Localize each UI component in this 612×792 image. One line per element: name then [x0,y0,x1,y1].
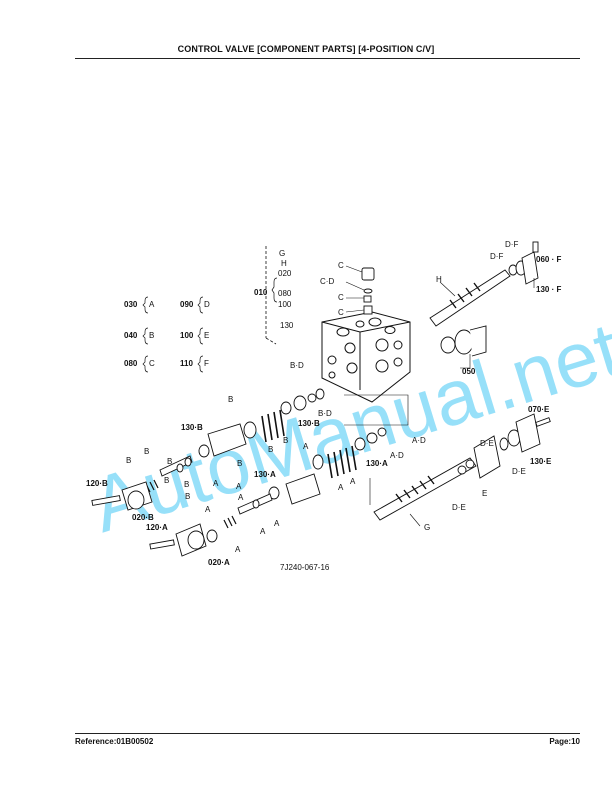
part-callout: H [436,275,442,284]
part-callout: 060 · F [536,255,561,264]
part-callout: C [338,308,344,317]
header-rule [75,58,580,59]
part-callout: B [268,445,273,454]
part-callout: D·F [505,240,518,249]
part-callout: A [238,493,244,502]
part-callout: B [164,476,169,485]
part-callout: A [274,519,280,528]
part-callout: B·D [290,361,304,370]
upper-spool [429,269,511,357]
part-callout: D·E [480,439,494,448]
part-callout: A·D [412,436,426,445]
legend-stack-item: 020 [278,269,292,278]
part-callout: A [235,545,241,554]
part-callout: D·E [452,503,466,512]
part-callout: A [260,527,266,536]
part-callout: A [213,479,219,488]
legend-stack-part: 010 [254,288,268,297]
part-callout: A [338,483,344,492]
part-callout: A·D [390,451,404,460]
part-callout: A [350,477,356,486]
part-callout: 120·B [86,479,108,488]
part-callout: B [185,492,190,501]
part-callout: 020·A [208,558,230,567]
legend-stack-letter: G [279,249,285,258]
legend-stack-letter: H [281,259,287,268]
legend-letter: A [149,300,155,309]
part-callout: E [482,489,487,498]
lower-spool [373,457,477,521]
part-callout: 130 · F [536,285,561,294]
legend-stack-item: 130 [280,321,294,330]
part-callout: A [205,505,211,514]
part-callout: A [303,442,309,451]
part-callout: C [338,293,344,302]
plug-parts [361,267,375,315]
legend-part: 100 [180,331,194,340]
part-callout: 120·A [146,523,168,532]
a-cover-upper [268,473,321,505]
b-stack [243,388,325,443]
legend-letter: C [149,359,155,368]
part-callout: 130·A [366,459,388,468]
legend-part: 110 [180,359,193,368]
part-callout: 050 [462,367,476,376]
part-callout: G [424,523,430,532]
legend-part: 030 [124,300,138,309]
left-b-parts [91,455,193,511]
part-callout: C·D [320,277,334,286]
callout-labels: C C·D C C H D·F D·F 060 · F 130 · F B·D … [86,240,561,572]
a-stack [312,427,387,479]
part-callout: 130·E [530,457,552,466]
legend-part: 040 [124,331,138,340]
legend: 030 A 090 D 040 B 100 E 080 C 110 F G H … [124,246,294,373]
part-callout: D·E [512,467,526,476]
part-callout: 020·B [132,513,154,522]
legend-stack-item: 080 [278,289,292,298]
part-callout: B·D [318,409,332,418]
part-callout: 130·A [254,470,276,479]
page-title: CONTROL VALVE [COMPONENT PARTS] [4-POSIT… [177,44,435,54]
part-callout: 130·B [298,419,320,428]
legend-letter: B [149,331,154,340]
part-callout: A [236,482,242,491]
part-callout: B [184,480,189,489]
left-a-parts [149,493,273,557]
part-callout: B [126,456,131,465]
part-callout: B [167,457,172,466]
legend-part: 080 [124,359,138,368]
b-cover-upper [198,423,247,458]
part-callout: B [237,459,242,468]
footer-reference: Reference:01B00502 [75,737,154,746]
legend-letter: E [204,331,209,340]
legend-part: 090 [180,300,194,309]
part-callout: 130·B [181,423,203,432]
legend-letter: F [204,359,209,368]
part-callout: B [228,395,233,404]
part-callout: B [144,447,149,456]
part-callout: 070·E [528,405,550,414]
legend-letter: D [204,300,210,309]
part-callout: C [338,261,344,270]
part-callout: D·F [490,252,503,261]
part-callout: 7J240-067-16 [280,563,330,572]
legend-stack-item: 100 [278,300,292,309]
footer-page-number: Page:10 [549,737,580,746]
footer-rule [75,733,580,734]
valve-body [321,311,411,403]
top-right-cap [508,241,539,285]
e-cover [473,413,551,479]
part-callout: B [283,436,288,445]
